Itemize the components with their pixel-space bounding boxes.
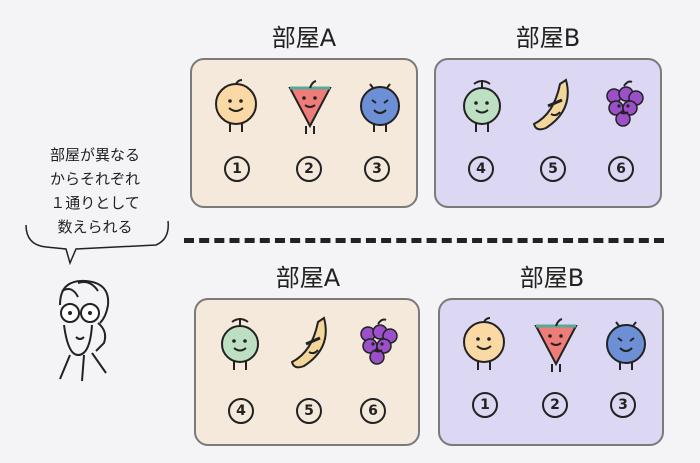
peach-icon: [215, 79, 257, 132]
number-6: 6: [608, 156, 634, 182]
speech-line-3: １通りとして: [50, 194, 140, 212]
peach-icon: [463, 317, 505, 370]
top-room-a-title: 部屋A: [271, 24, 337, 52]
number-6: 6: [360, 398, 386, 424]
banana-icon: [290, 316, 327, 369]
speech-line-4: 数えられる: [57, 218, 133, 236]
number-4: 4: [468, 156, 494, 182]
bottom-room-a: 4 5 6: [194, 298, 420, 446]
watermelon-icon: [288, 80, 332, 134]
banana-icon: [532, 78, 569, 131]
number-1: 1: [472, 392, 498, 418]
dashed-divider: [184, 238, 664, 243]
speech-text: 部屋が異なる からそれぞれ １通りとして 数えられる: [30, 143, 160, 239]
blueberry-icon: [360, 83, 400, 132]
number-4: 4: [228, 398, 254, 424]
bottom-room-a-title: 部屋A: [275, 264, 341, 292]
blueberry-icon: [606, 321, 646, 370]
bottom-room-b: 1 2 3: [438, 298, 664, 446]
grape-icon: [360, 318, 398, 365]
melon-icon: [221, 318, 259, 370]
number-5: 5: [540, 156, 566, 182]
number-2: 2: [296, 156, 322, 182]
number-1: 1: [224, 156, 250, 182]
person-icon: [59, 279, 110, 382]
number-3: 3: [364, 156, 390, 182]
speech-line-1: 部屋が異なる: [49, 146, 140, 164]
top-room-b-title: 部屋B: [515, 24, 581, 52]
melon-icon: [463, 80, 501, 132]
speech-bubble: [25, 220, 169, 265]
bottom-room-b-title: 部屋B: [519, 264, 585, 292]
number-5: 5: [296, 398, 322, 424]
grape-icon: [606, 80, 644, 127]
speech-line-2: からそれぞれ: [49, 170, 140, 188]
number-3: 3: [610, 392, 636, 418]
top-room-a: 1 2 3: [190, 58, 418, 208]
number-2: 2: [542, 392, 568, 418]
top-room-b: 4 5 6: [434, 58, 662, 208]
watermelon-icon: [534, 318, 578, 372]
